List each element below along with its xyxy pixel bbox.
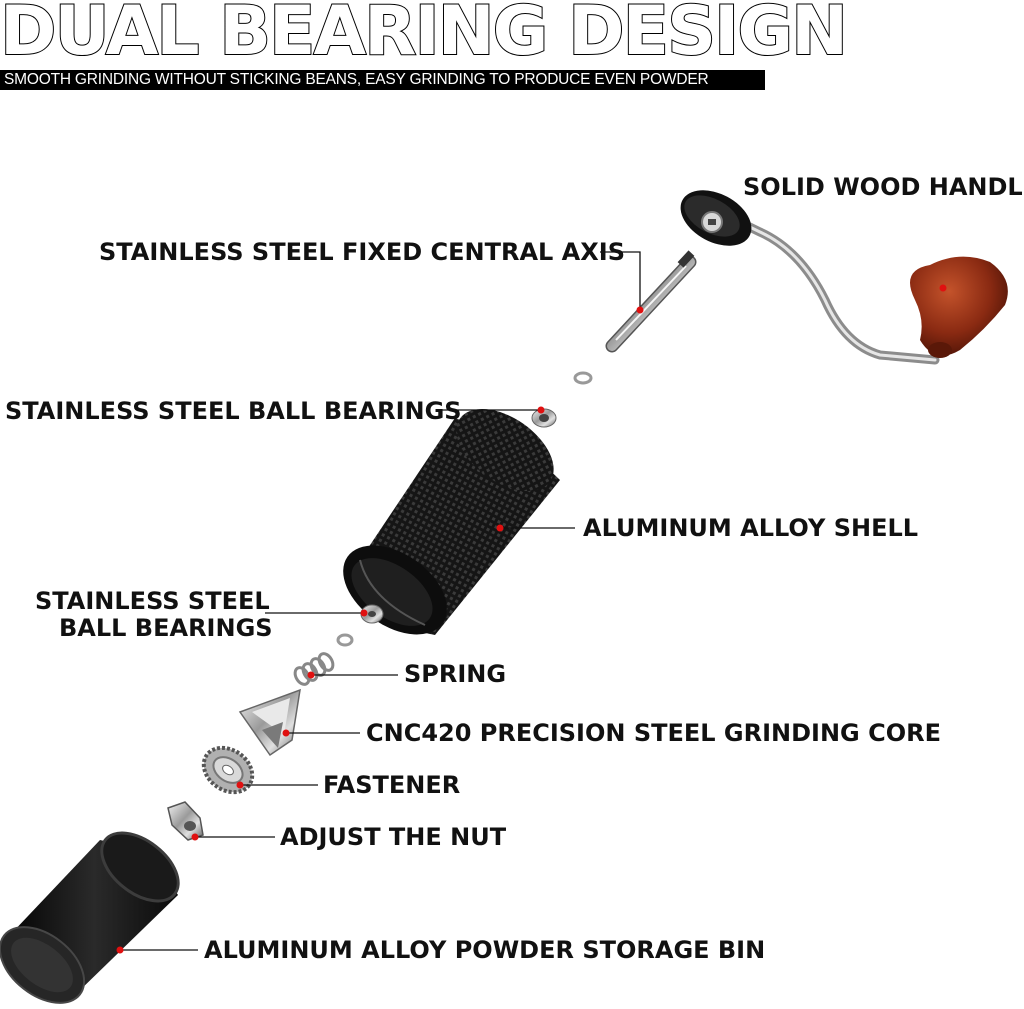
spring [293, 652, 335, 686]
marker-core [282, 729, 290, 737]
fastener [201, 745, 255, 795]
handle-disc [680, 190, 752, 246]
label-bearings-bottom-2: BALL BEARINGS [59, 614, 273, 642]
marker-handle [939, 284, 947, 292]
marker-fastener [236, 781, 244, 789]
leader-lines [120, 251, 641, 951]
marker-spring [307, 671, 315, 679]
label-bearings-top: STAINLESS STEEL BALL BEARINGS [5, 397, 462, 425]
wood-knob [910, 256, 1008, 358]
marker-shell [496, 524, 504, 532]
subtitle-bar: SMOOTH GRINDING WITHOUT STICKING BEANS, … [0, 70, 765, 90]
subtitle-text: SMOOTH GRINDING WITHOUT STICKING BEANS, … [4, 71, 709, 88]
label-handle: SOLID WOOD HANDLE [743, 173, 1024, 201]
label-axis: STAINLESS STEEL FIXED CENTRAL AXIS [99, 238, 625, 266]
aluminum-shell [343, 408, 560, 635]
label-bearings-bottom-1: STAINLESS STEEL [35, 587, 270, 615]
marker-dots [116, 284, 947, 954]
handle-crank [710, 205, 940, 365]
label-fastener: FASTENER [323, 771, 461, 799]
adjust-nut [167, 801, 204, 841]
storage-bin [0, 831, 180, 1004]
label-core: CNC420 PRECISION STEEL GRINDING CORE [366, 719, 942, 747]
grinding-core [238, 688, 301, 757]
page-title-text: DUAL BEARING DESIGN [0, 0, 849, 71]
lower-washer [336, 633, 354, 647]
marker-bearings-top [537, 406, 545, 414]
marker-axis [636, 306, 644, 314]
page-title: DUAL BEARING DESIGN [0, 0, 849, 71]
leader-axis [600, 251, 641, 310]
marker-nut [191, 833, 199, 841]
marker-bin [116, 946, 124, 954]
label-bin: ALUMINUM ALLOY POWDER STORAGE BIN [204, 936, 766, 964]
label-shell: ALUMINUM ALLOY SHELL [583, 514, 919, 542]
label-nut: ADJUST THE NUT [280, 823, 507, 851]
central-axis [605, 250, 697, 353]
small-washer [573, 371, 593, 385]
label-spring: SPRING [404, 660, 507, 688]
marker-bearings-bottom [360, 609, 368, 617]
